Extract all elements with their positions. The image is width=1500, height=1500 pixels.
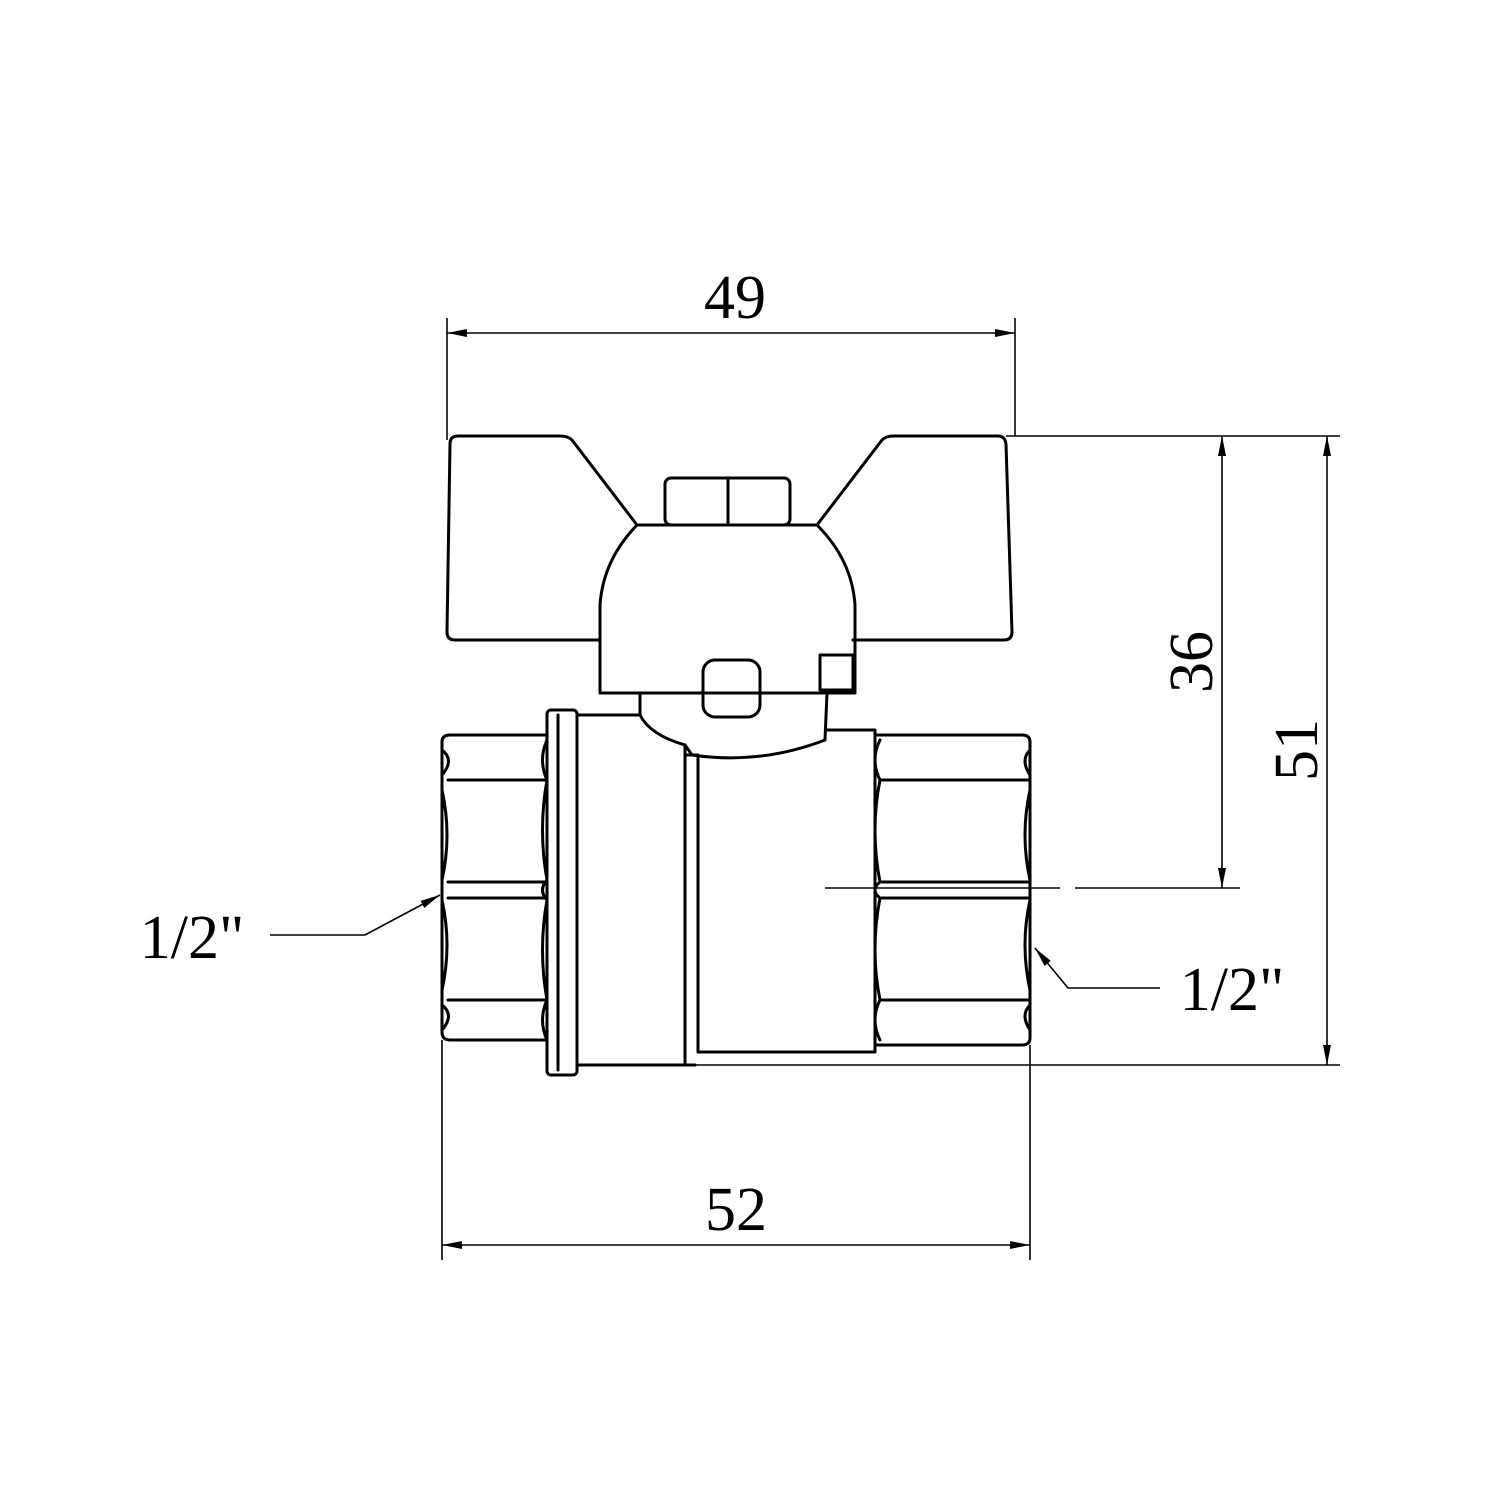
dimension-49-label: 49 xyxy=(704,264,766,332)
handle-cap xyxy=(598,523,857,760)
dimension-52-label: 52 xyxy=(705,1176,767,1244)
stem-square xyxy=(701,658,762,719)
butterfly-handle xyxy=(445,434,1014,642)
dimension-52: 52 xyxy=(441,1040,1031,1260)
stem-nut xyxy=(663,476,792,527)
thread-callout-left: 1/2" xyxy=(140,894,441,972)
union-ring xyxy=(545,708,579,1077)
dimension-36: 36 xyxy=(1158,436,1226,888)
valve-body xyxy=(440,708,1032,1077)
dimension-51: 51 xyxy=(1263,436,1331,1065)
dimension-36-label: 36 xyxy=(1158,631,1226,693)
dimension-51-label: 51 xyxy=(1263,719,1331,781)
thread-callout-right: 1/2" xyxy=(1034,947,1285,1024)
thread-left-label: 1/2" xyxy=(140,904,245,972)
thread-right-label: 1/2" xyxy=(1180,956,1285,1024)
dimension-49: 49 xyxy=(446,264,1016,440)
